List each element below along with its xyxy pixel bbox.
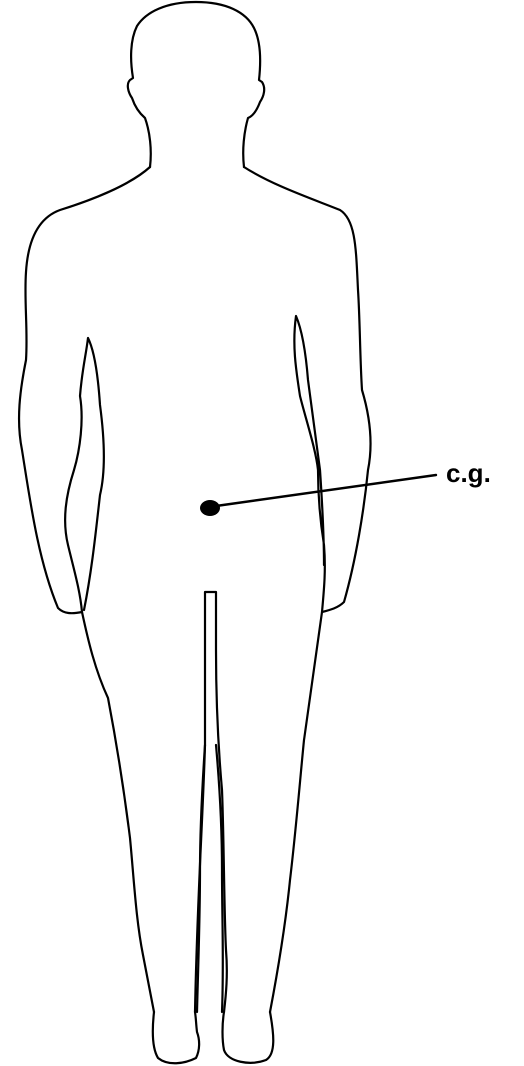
center-of-gravity-dot bbox=[200, 500, 220, 516]
center-of-gravity-label: c.g. bbox=[446, 458, 491, 488]
right-arm-inner-outline bbox=[294, 316, 324, 612]
body-outline bbox=[19, 167, 370, 1012]
left-arm-inner-outline bbox=[65, 338, 104, 612]
right-foot-outline bbox=[223, 1012, 274, 1063]
label-leader-line bbox=[216, 475, 436, 506]
left-foot-outline bbox=[153, 1012, 199, 1063]
head-outline bbox=[128, 2, 264, 167]
